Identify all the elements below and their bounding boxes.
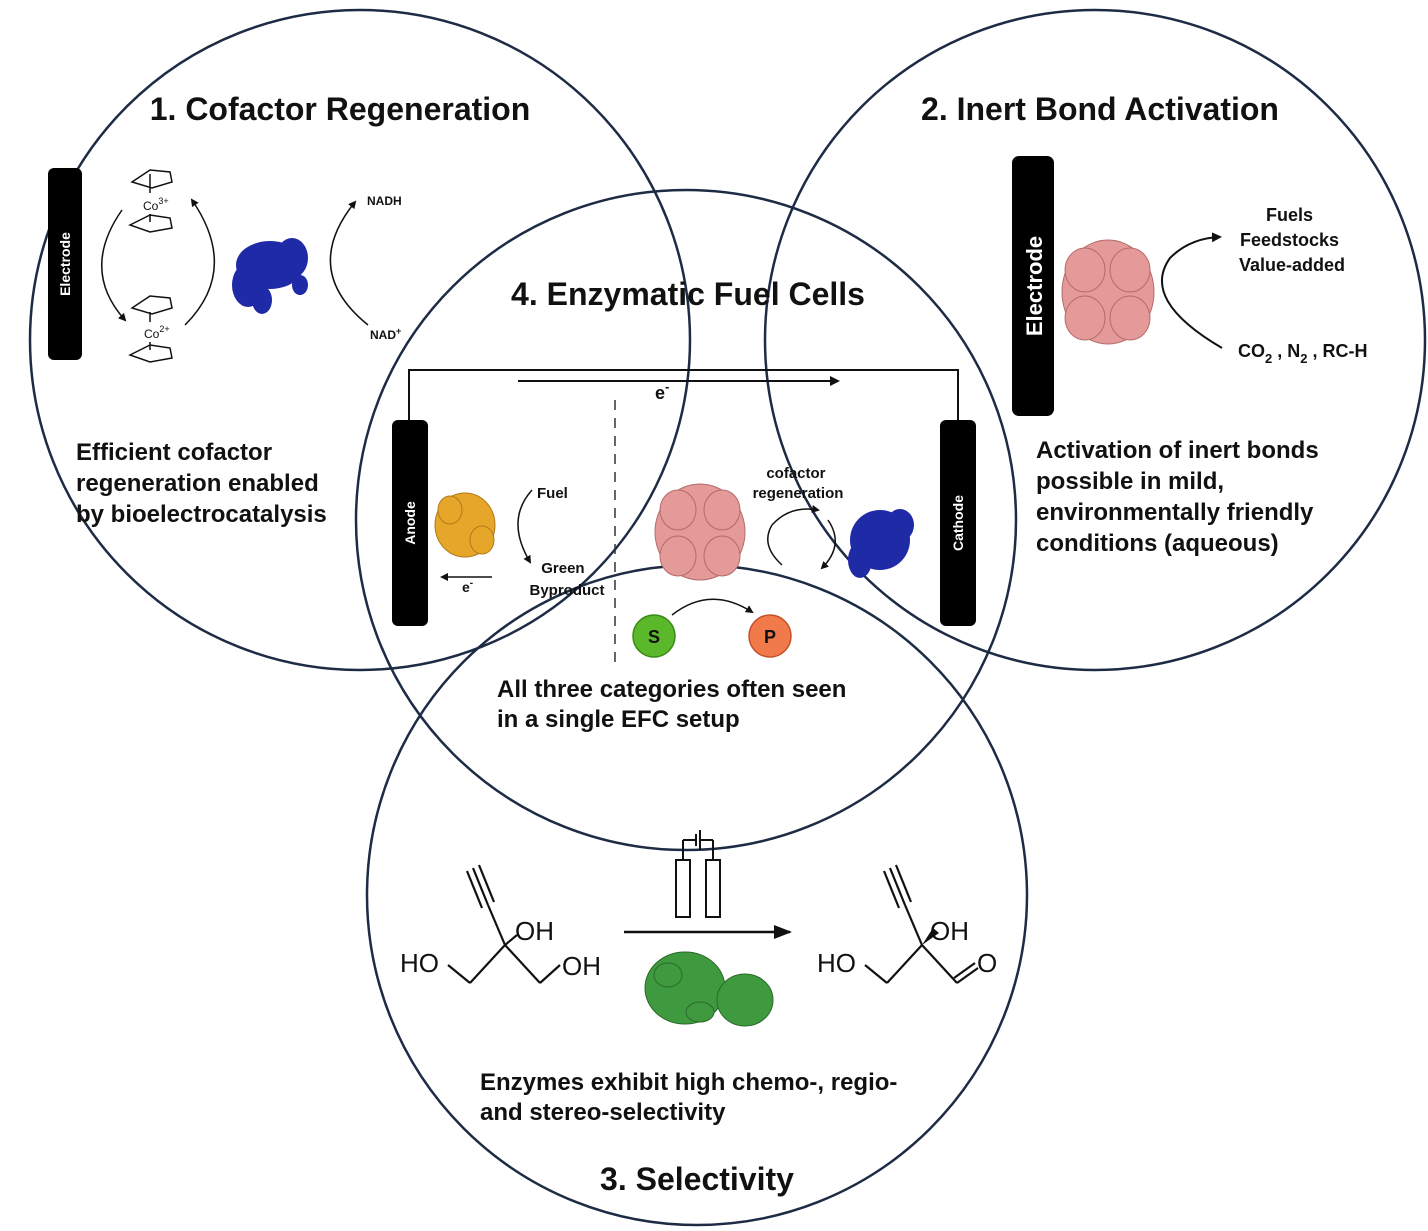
cofactor-cycle-right [820,519,836,570]
stereo-wedge [922,928,939,945]
svg-text:P: P [764,627,776,647]
electrochemical-cell-icon [675,830,721,918]
svg-text:Co2+: Co2+ [144,324,170,341]
cathode-electrode: Cathode [940,420,976,626]
cofactor-desc: Efficient cofactor regeneration enabled … [76,439,327,528]
nadh-label: NADH [367,194,402,208]
circuit-wire [408,369,959,420]
enzyme-green-3 [644,951,774,1027]
electron-label-anode: e- [462,578,473,595]
svg-text:Electrode: Electrode [1022,236,1047,336]
efc-desc: All three categories often seen in a sin… [497,676,853,733]
product-o: O [977,948,997,978]
substrate-s-badge: S [632,614,676,658]
cobaltocene-3plus: Co3+ [128,169,173,233]
nad-arrow [329,200,369,326]
svg-text:Co3+: Co3+ [143,196,169,213]
svg-text:Cathode: Cathode [950,495,966,551]
electrode-1: Electrode [48,168,82,360]
cycle-arrow-left [101,209,127,322]
efc-title: 4. Enzymatic Fuel Cells [511,276,865,312]
electron-label-top: e- [655,379,669,403]
svg-text:Electrode: Electrode [57,232,73,296]
cofactor-regen-label: cofactor regeneration [753,465,844,502]
product-molecule [864,864,979,984]
fuel-arrow [517,489,533,564]
enzyme-gold-anode [434,492,496,558]
product-ho-left: HO [817,948,856,978]
circle-selectivity [365,563,1029,1227]
circle-inert-bond-activation [763,8,1427,672]
cofactor-cycle-top [771,505,820,526]
reactant-molecule [447,864,561,984]
svg-text:S: S [648,627,660,647]
byproduct-label: Green Byproduct [530,560,605,599]
substrates-label: CO2 , N2 , RC-H [1238,341,1368,366]
cobaltocene-2plus: Co2+ [128,295,173,363]
reactant-ho-left: HO [400,948,439,978]
activation-arrow [1161,232,1223,349]
enzyme-blue-cathode [848,509,914,578]
selectivity-desc: Enzymes exhibit high chemo-, regio- and … [480,1069,904,1126]
cycle-arrow-right [184,198,216,326]
inert-bond-title: 2. Inert Bond Activation [921,91,1279,127]
fuel-label: Fuel [537,485,568,502]
circle-cofactor-regeneration [28,8,692,672]
reactant-oh-right: OH [562,951,601,981]
enzyme-pink-2 [1061,239,1155,345]
enzyme-blue-1 [232,238,308,314]
svg-text:Anode: Anode [402,501,418,545]
product-p-badge: P [748,614,792,658]
cofactor-cycle-left [767,524,783,566]
cofactor-title: 1. Cofactor Regeneration [150,91,531,127]
reactant-oh-top: OH [515,916,554,946]
s-to-p-arrow [671,598,754,616]
electrode-2: Electrode [1012,156,1054,416]
nad-label: NAD+ [370,326,401,342]
product-oh-top: OH [930,916,969,946]
inert-bond-desc: Activation of inert bonds possible in mi… [1036,437,1325,557]
circle-enzymatic-fuel-cells [354,188,1018,852]
anode-electrode: Anode [392,420,428,626]
selectivity-title: 3. Selectivity [600,1161,794,1197]
enzyme-pink-cathode [654,483,746,581]
products-list: Fuels Feedstocks Value-added [1239,205,1345,275]
